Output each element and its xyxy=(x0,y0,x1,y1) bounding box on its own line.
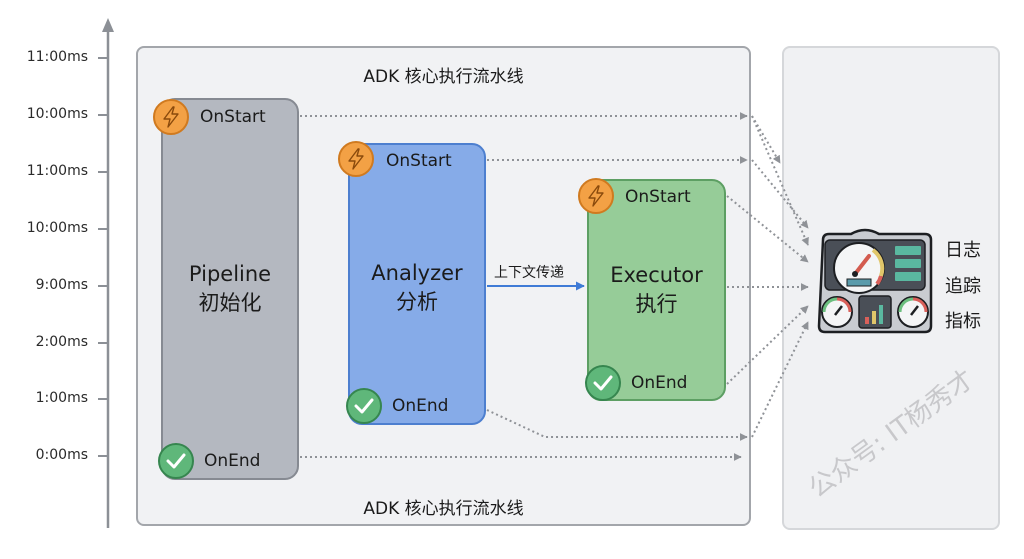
axis-tick-label: 9:00ms xyxy=(35,277,88,293)
check-icon xyxy=(346,388,382,424)
check-icon xyxy=(158,443,194,479)
stage-executor[interactable]: Executor 执行 xyxy=(587,179,726,401)
connector-executor-onstart xyxy=(726,195,809,263)
axis-tick-label: 11:00ms xyxy=(26,49,88,65)
lightning-icon xyxy=(338,141,374,177)
connector-fanout xyxy=(751,321,809,438)
axis-tick-label: 10:00ms xyxy=(26,220,88,236)
analyzer-onend-label: OnEnd xyxy=(392,396,449,416)
connector-fanout xyxy=(751,115,781,164)
lightning-icon xyxy=(578,178,614,214)
stage-name-zh: 分析 xyxy=(396,290,438,314)
executor-onstart-label: OnStart xyxy=(625,187,691,207)
pipeline-onend-label: OnEnd xyxy=(204,451,261,471)
stage-pipeline[interactable]: Pipeline 初始化 xyxy=(161,98,299,480)
stage-name-en: Analyzer xyxy=(371,261,463,285)
executor-onend-label: OnEnd xyxy=(631,373,688,393)
connector-analyzer-onend xyxy=(486,409,748,441)
connector-fanout xyxy=(751,115,809,246)
axis-tick-label: 2:00ms xyxy=(35,334,88,350)
pipeline-title-bottom: ADK 核心执行流水线 xyxy=(363,499,524,519)
dashboard-icon xyxy=(817,228,933,334)
axis-tick-label: 11:00ms xyxy=(26,163,88,179)
context-label: 上下文传递 xyxy=(494,265,564,281)
metric-label-metrics: 指标 xyxy=(945,311,981,332)
connector-executor-onend xyxy=(726,305,809,385)
stage-name-zh: 执行 xyxy=(635,292,678,316)
stage-name-en: Executor xyxy=(610,263,703,287)
check-icon xyxy=(585,365,621,401)
axis-tick-label: 1:00ms xyxy=(35,390,88,406)
metric-label-tracing: 追踪 xyxy=(945,276,981,297)
axis-tick-label: 0:00ms xyxy=(35,447,88,463)
metric-label-logs: 日志 xyxy=(945,240,981,261)
pipeline-title-top: ADK 核心执行流水线 xyxy=(363,67,524,87)
stage-name-en: Pipeline xyxy=(188,262,272,286)
connector-fanout xyxy=(751,159,809,229)
stage-analyzer[interactable]: Analyzer 分析 xyxy=(348,143,486,425)
stage-name-zh: 初始化 xyxy=(198,291,262,315)
lightning-icon xyxy=(153,99,189,135)
axis-tick-label: 10:00ms xyxy=(26,106,88,122)
pipeline-onstart-label: OnStart xyxy=(200,107,266,127)
analyzer-onstart-label: OnStart xyxy=(386,151,452,171)
